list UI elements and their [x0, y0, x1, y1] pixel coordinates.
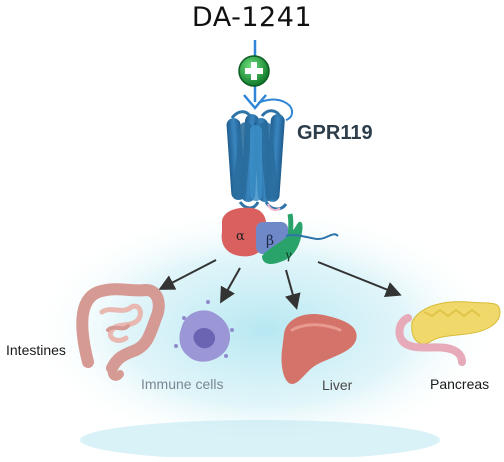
- arrow-to-liver: [285, 269, 301, 310]
- arrow-to-immune-cells: [220, 267, 241, 304]
- drug-label: DA-1241: [191, 2, 313, 33]
- intestines-icon: [76, 283, 165, 381]
- gamma-symbol: γ: [285, 248, 292, 262]
- alpha-symbol: α: [236, 229, 245, 244]
- immune-cell-icon: [174, 300, 234, 362]
- alpha-subunit: [221, 207, 267, 257]
- g-protein: [221, 203, 339, 264]
- liver-icon: [281, 314, 357, 384]
- target-label-immune-cells: Immune cells: [141, 376, 224, 392]
- background-glow: [30, 205, 500, 455]
- gpr119-receptor: [226, 109, 288, 211]
- receptor-n-terminus: [257, 98, 294, 121]
- arrow-to-pancreas: [317, 261, 402, 297]
- receptor-label: GPR119: [297, 122, 373, 144]
- ligand-arrow-head: [243, 94, 267, 110]
- target-label-pancreas: Pancreas: [430, 376, 490, 392]
- target-label-liver: Liver: [322, 377, 353, 393]
- plus-icon: [238, 55, 270, 87]
- beta-symbol: β: [266, 233, 274, 249]
- arrow-to-intestines: [158, 259, 217, 290]
- background-glow-bottom: [80, 420, 440, 460]
- pancreas-icon: [395, 301, 501, 366]
- target-label-intestines: Intestines: [6, 342, 66, 358]
